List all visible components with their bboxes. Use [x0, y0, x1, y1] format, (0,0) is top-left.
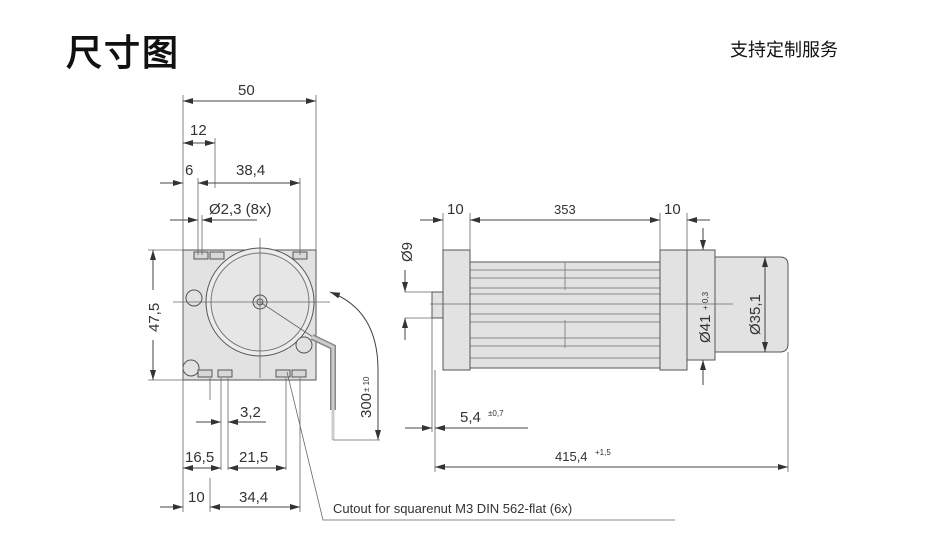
mount-hole [185, 289, 203, 307]
dim-12: 12 [190, 122, 207, 139]
dim-shaft-diameter: Ø9 [399, 242, 416, 262]
custom-service-label: 支持定制服务 [730, 40, 838, 61]
dim-total-length-tol: +1,5 [595, 448, 611, 457]
dim-16-5: 16,5 [185, 449, 214, 466]
dim-height: 47,5 [146, 303, 163, 332]
dim-38-4: 38,4 [236, 162, 265, 179]
dim-total-length: 415,4 [555, 449, 588, 464]
cutout-note: Cutout for squarenut M3 DIN 562-flat (6x… [333, 501, 572, 516]
mount-hole [182, 359, 200, 377]
dim-34-4: 34,4 [239, 489, 268, 506]
dim-flange-diameter-tol: + 0,3 [701, 291, 710, 310]
dim-hole-diameter: Ø2,3 (8x) [209, 201, 272, 218]
rotor-ribs [470, 262, 660, 359]
side-view: 10 353 10 Ø9 Ø41 + 0,3 Ø35,1 5,4 ±0,7 41… [399, 201, 789, 472]
dim-3-2: 3,2 [240, 404, 261, 421]
dim-flange-diameter: Ø41 [697, 315, 714, 343]
left-flange [442, 249, 471, 371]
front-view: 50 12 6 38,4 Ø2,3 (8x) 47,5 3,2 16,5 21,… [146, 82, 675, 521]
dim-10: 10 [188, 489, 205, 506]
dim-cable-tolerance: ± 10 [362, 376, 371, 392]
dim-6: 6 [185, 162, 193, 179]
squarenut-cutouts [193, 251, 308, 378]
shaft [431, 291, 444, 319]
right-flange [659, 249, 688, 371]
dim-shaft-length: 5,4 [460, 409, 481, 426]
dim-flange-right: 10 [664, 201, 681, 218]
motor [714, 256, 789, 353]
dim-cable-length: 300 [358, 393, 375, 418]
dim-width: 50 [238, 82, 255, 99]
dim-rotor-length: 353 [554, 202, 576, 217]
motor-mount [686, 249, 716, 361]
dim-motor-diameter: Ø35,1 [747, 294, 764, 335]
page-title: 尺寸图 [66, 33, 181, 74]
dim-flange-left: 10 [447, 201, 464, 218]
mount-hole [295, 336, 313, 354]
dim-21-5: 21,5 [239, 449, 268, 466]
dim-shaft-length-tol: ±0,7 [488, 409, 504, 418]
